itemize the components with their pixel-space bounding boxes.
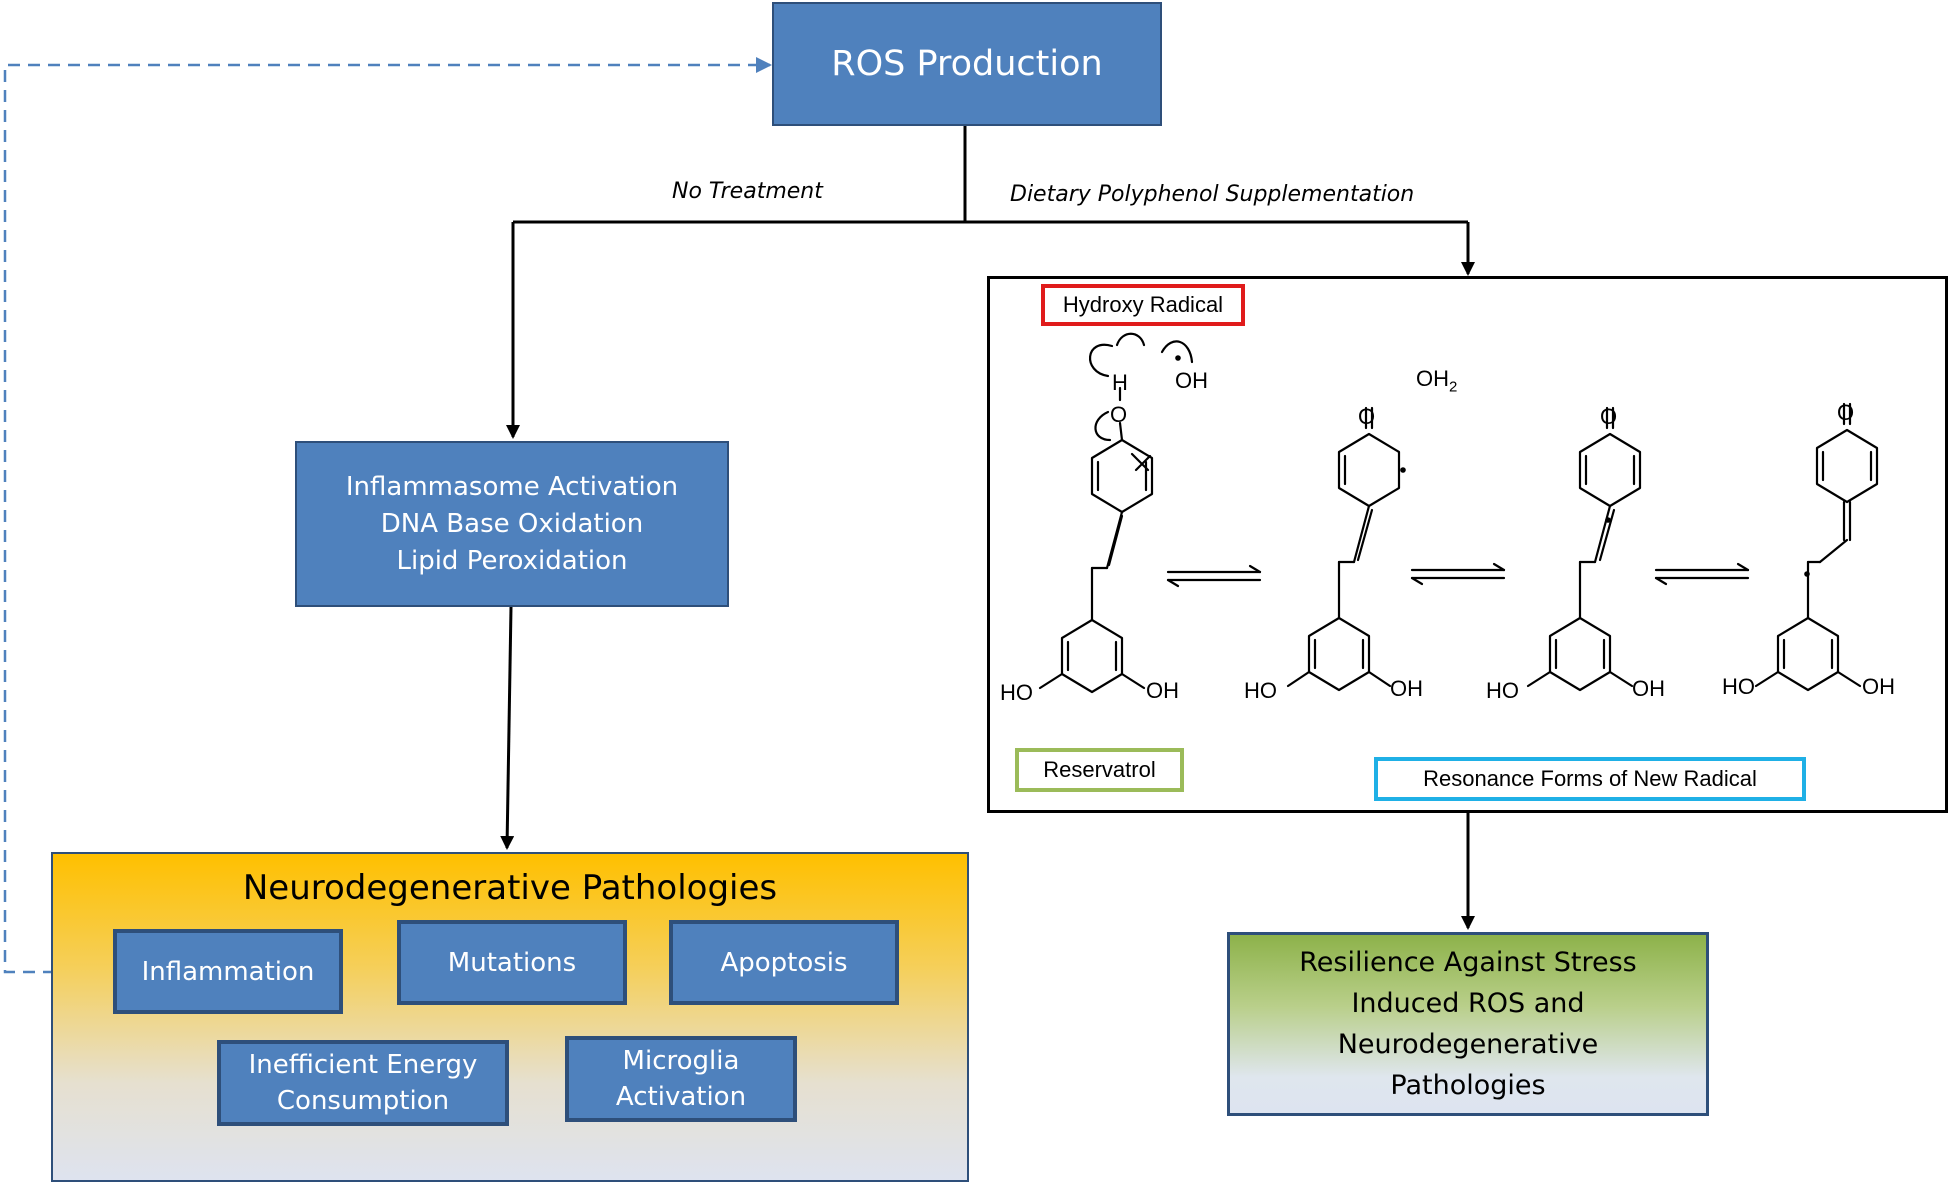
resveratrol-structure bbox=[1038, 332, 1194, 694]
pathologies-panel: Neurodegenerative Pathologies bbox=[51, 852, 969, 1182]
oxidative-effects-text: Inflammasome Activation DNA Base Oxidati… bbox=[345, 471, 679, 576]
microglia-activation-label: Microglia Activation bbox=[615, 1046, 747, 1112]
microglia-activation-box: Microglia Activation bbox=[565, 1036, 797, 1122]
outcome-text: Resilience Against Stress Induced ROS an… bbox=[1299, 947, 1637, 1101]
feedback-dashed-line bbox=[3, 57, 772, 974]
water-oh: OH bbox=[1416, 366, 1449, 391]
radical-dots bbox=[1175, 355, 1810, 577]
hydroxy-radical-label: Hydroxy Radical bbox=[1041, 284, 1245, 326]
water-subscript: 2 bbox=[1449, 378, 1458, 396]
ho-atom-2: HO bbox=[1244, 678, 1277, 703]
mutations-box: Mutations bbox=[397, 920, 627, 1005]
inflammation-label: Inflammation bbox=[141, 956, 315, 987]
reservatrol-label: Reservatrol bbox=[1015, 748, 1184, 792]
mechanism-panel bbox=[987, 276, 1948, 813]
oh-atom-4: OH bbox=[1862, 674, 1895, 699]
water-molecule: OH2 bbox=[1416, 366, 1457, 395]
oh-atom-2: OH bbox=[1390, 676, 1423, 701]
apoptosis-label: Apoptosis bbox=[720, 947, 848, 978]
oxidative-effects-box: Inflammasome Activation DNA Base Oxidati… bbox=[295, 441, 729, 607]
ho-atom-3: HO bbox=[1486, 678, 1519, 703]
o-atom-2: O bbox=[1358, 404, 1376, 429]
resonance-structure-1 bbox=[1286, 406, 1401, 692]
arrow-to-pathologies bbox=[500, 606, 515, 850]
oh-radical-atom: OH bbox=[1175, 368, 1208, 393]
inflammation-box: Inflammation bbox=[113, 929, 343, 1014]
ros-production-label: ROS Production bbox=[831, 44, 1103, 84]
mutations-label: Mutations bbox=[447, 947, 577, 978]
pathologies-title: Neurodegenerative Pathologies bbox=[242, 868, 778, 908]
ho-atom-1: HO bbox=[1000, 680, 1033, 705]
energy-consumption-label: Inefficient Energy Consumption bbox=[248, 1050, 478, 1116]
equilibrium-arrows bbox=[1166, 562, 1750, 588]
ho-atom-4: HO bbox=[1722, 674, 1755, 699]
apoptosis-box: Apoptosis bbox=[669, 920, 899, 1005]
resonance-structure-3 bbox=[1754, 402, 1879, 692]
h-atom: H bbox=[1112, 370, 1128, 395]
o-atom-4: O bbox=[1837, 400, 1855, 425]
polyphenol-label: Dietary Polyphenol Supplementation bbox=[1010, 182, 1415, 207]
resonance-forms-label: Resonance Forms of New Radical bbox=[1374, 757, 1806, 801]
o-atom-3: O bbox=[1600, 404, 1618, 429]
resonance-structure-2 bbox=[1526, 406, 1642, 692]
oh-atom-3: OH bbox=[1632, 676, 1665, 701]
outcome-box: Resilience Against Stress Induced ROS an… bbox=[1227, 932, 1709, 1116]
energy-consumption-box: Inefficient Energy Consumption bbox=[217, 1040, 509, 1126]
ros-production-box: ROS Production bbox=[772, 2, 1162, 126]
no-treatment-label: No Treatment bbox=[672, 179, 823, 204]
o-atom: O bbox=[1110, 402, 1128, 427]
oh-atom-1: OH bbox=[1146, 678, 1179, 703]
